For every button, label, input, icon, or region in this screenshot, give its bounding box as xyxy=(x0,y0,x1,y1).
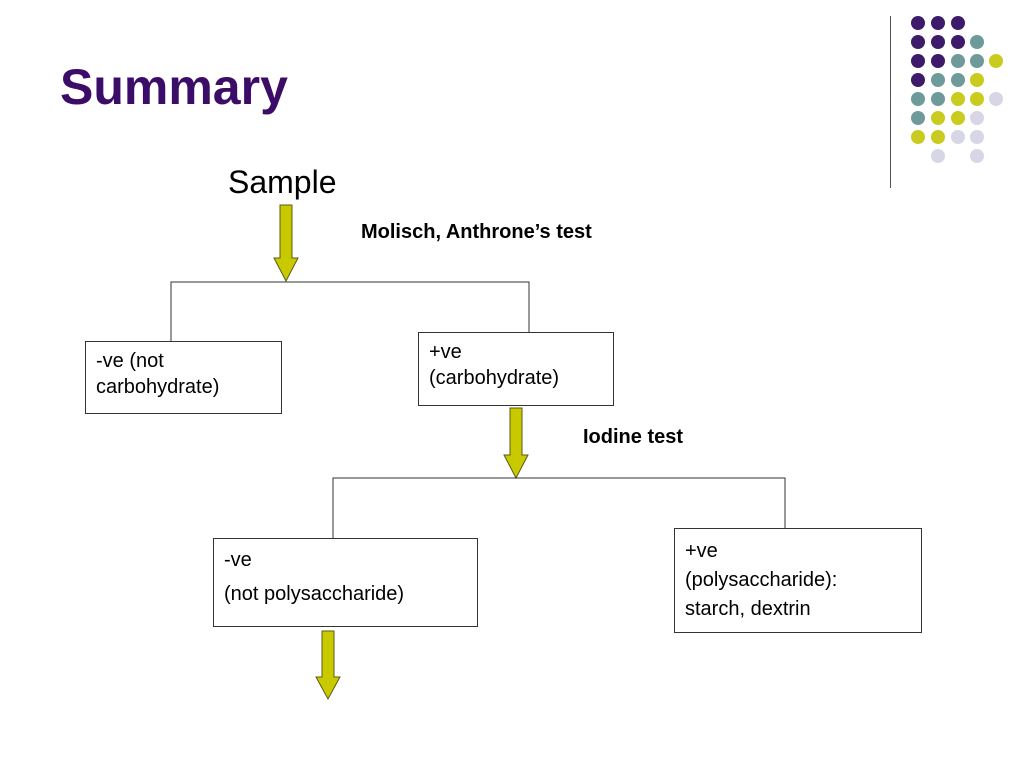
test-label-iodine: Iodine test xyxy=(583,426,684,448)
result-box-polysaccharide: +ve (polysaccharide): starch, dextrin xyxy=(674,528,922,633)
box-line: -ve (not xyxy=(96,350,164,372)
decorative-divider xyxy=(890,16,891,188)
box-line: +ve xyxy=(429,341,462,363)
box-line: +ve xyxy=(685,540,718,562)
box-line: starch, dextrin xyxy=(685,598,811,620)
result-box-not-polysaccharide: -ve (not polysaccharide) xyxy=(213,538,478,627)
test-label-molisch-anthrone: Molisch, Anthrone’s test xyxy=(361,221,592,243)
box-line: (not polysaccharide) xyxy=(224,583,405,605)
start-label: Sample xyxy=(228,164,337,200)
down-arrow-2 xyxy=(503,407,529,480)
box-line: (carbohydrate) xyxy=(429,367,560,389)
branch-connector-2 xyxy=(332,477,786,538)
down-arrow-3 xyxy=(315,630,341,701)
box-line: -ve xyxy=(224,549,252,571)
down-arrow-1 xyxy=(273,204,299,283)
result-box-carbohydrate: +ve (carbohydrate) xyxy=(418,332,614,406)
box-line: (polysaccharide): xyxy=(685,569,838,591)
result-box-not-carbohydrate: -ve (not carbohydrate) xyxy=(85,341,282,414)
branch-connector-1 xyxy=(170,281,530,341)
slide-title: Summary xyxy=(60,59,288,115)
box-line: carbohydrate) xyxy=(96,376,220,398)
